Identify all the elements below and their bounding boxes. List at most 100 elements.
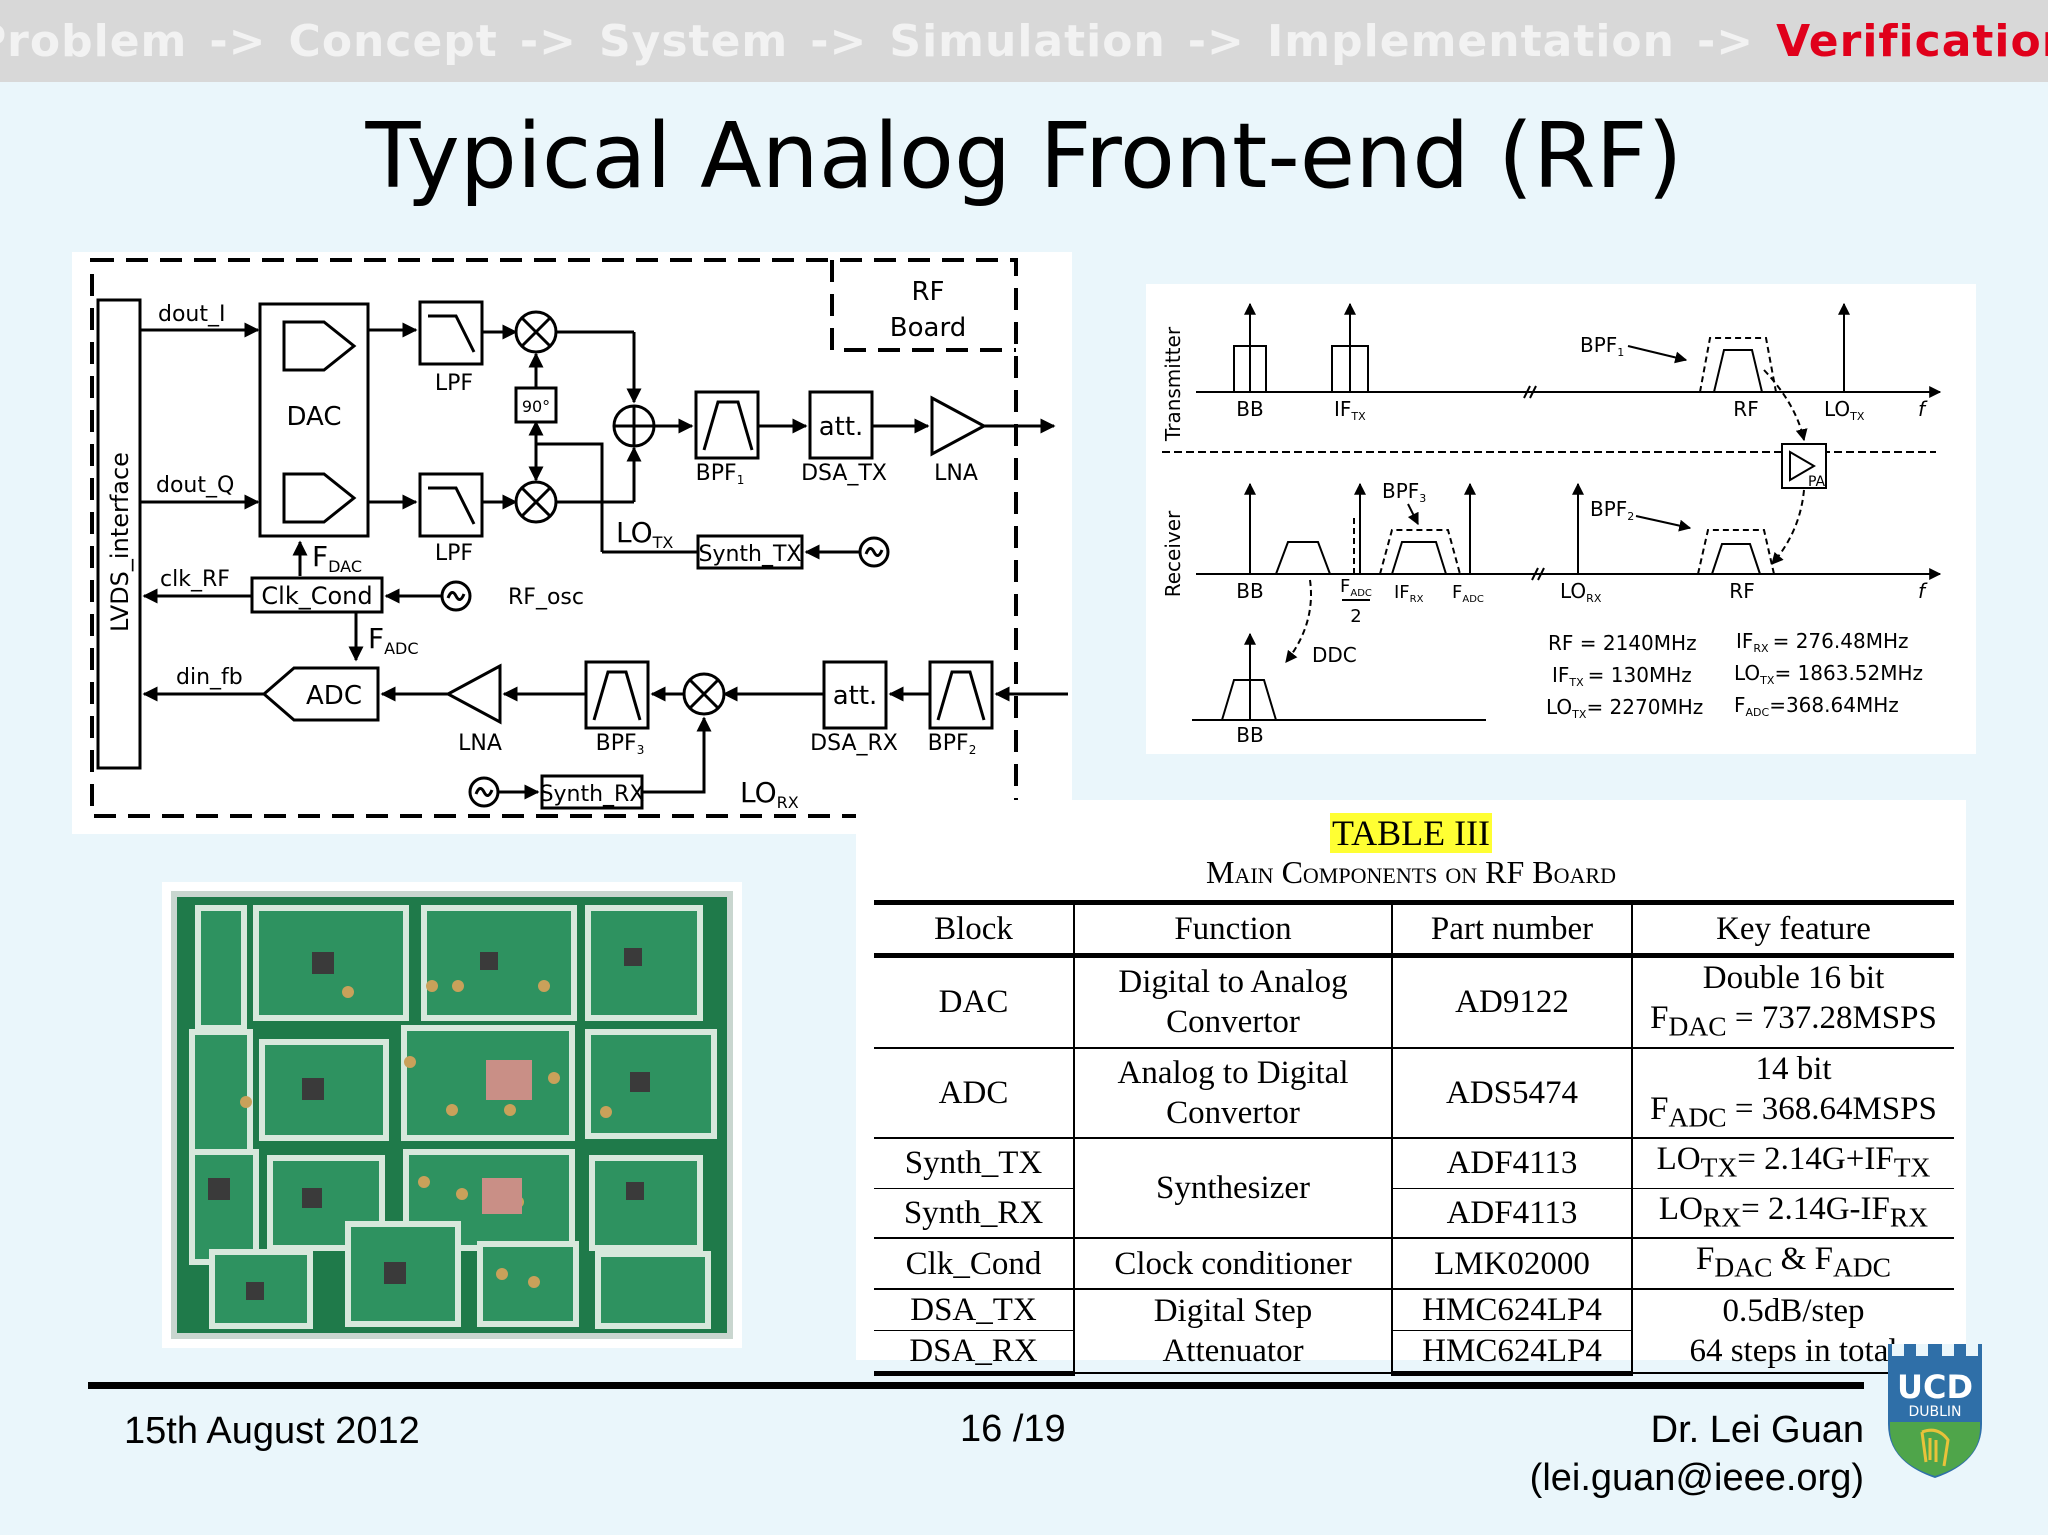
- table-header-row: Block Function Part number Key feature: [874, 900, 1954, 958]
- cell-part: HMC624LP4: [1391, 1288, 1632, 1331]
- ddc-label: DDC: [1312, 643, 1357, 667]
- cell-part: ADS5474: [1391, 1047, 1632, 1140]
- column-header: Block: [874, 900, 1074, 958]
- oscillator-rf-icon: [440, 580, 472, 612]
- nav-separator: ->: [1187, 15, 1245, 67]
- dout-q-label: dout_Q: [156, 473, 234, 498]
- rx-f-label: f: [1918, 579, 1928, 603]
- harp-icon: [1920, 1428, 1950, 1467]
- transmitter-label: Transmitter: [1161, 326, 1185, 442]
- cell-block: Synth_RX: [874, 1188, 1074, 1240]
- nav-item-verification: Verification: [1776, 15, 2048, 67]
- cell-block: DSA_TX: [874, 1288, 1074, 1331]
- page-number: 16 /19: [960, 1408, 1066, 1450]
- att-label: att.: [833, 681, 878, 711]
- rf-board-label: RF: [911, 277, 944, 307]
- tx-f-label: f: [1918, 397, 1928, 421]
- rx-bb-label: BB: [1236, 579, 1263, 603]
- lna-label: LNA: [458, 731, 502, 756]
- fadc-half-label: FADC: [1340, 576, 1372, 599]
- lpf-label: LPF: [435, 541, 473, 566]
- components-table-panel: TABLE III Main Components on RF Board Bl…: [856, 800, 1966, 1376]
- lna-tx-block: [930, 395, 988, 457]
- nav-item-implementation: Implementation: [1266, 15, 1675, 67]
- nav-item-simulation: Simulation: [889, 15, 1166, 67]
- footer-author: Dr. Lei Guan (lei.guan@ieee.org): [1530, 1406, 1864, 1502]
- table-row: Clk_Cond Clock conditioner LMK02000 FDAC…: [874, 1238, 1954, 1290]
- footer-rule: [88, 1382, 1864, 1389]
- table-row: DSA_RX HMC624LP4: [874, 1330, 1954, 1376]
- rf-board-photo: [162, 882, 742, 1348]
- lpf-tx-q-block: [418, 472, 484, 538]
- adc-label: ADC: [306, 681, 362, 711]
- nav-separator: ->: [519, 15, 577, 67]
- dac-block: [258, 302, 370, 538]
- lpf-label: LPF: [435, 371, 473, 396]
- pa-label: PA: [1808, 474, 1826, 490]
- cell-part: HMC624LP4: [1391, 1330, 1632, 1376]
- synth-tx-block: [696, 534, 804, 570]
- rf-board-label: Board: [890, 313, 966, 343]
- phase-label: 90°: [522, 397, 550, 416]
- nav-item-concept: Concept: [288, 15, 498, 67]
- adc-block: [261, 666, 380, 722]
- author-email: (lei.guan@ieee.org): [1529, 1457, 1864, 1499]
- ddc-bb-label: BB: [1236, 723, 1263, 747]
- synth-tx-label: Synth_TX: [698, 542, 801, 567]
- dout-i-label: dout_I: [158, 302, 225, 327]
- cell-part: ADF4113: [1391, 1188, 1632, 1240]
- dsa-rx-label: DSA_RX: [810, 731, 898, 756]
- param-f-adc: FADC=368.64MHz: [1734, 693, 1899, 719]
- cell-feature: LOTX= 2.14G+IFTX: [1631, 1138, 1954, 1189]
- fadc-rx-label: FADC: [1452, 582, 1484, 605]
- slide-title: Typical Analog Front-end (RF): [365, 104, 1683, 209]
- synth-rx-label: Synth_RX: [540, 782, 645, 807]
- lvds-interface-label: LVDS_interface: [106, 452, 134, 632]
- param-lo-rx: LOTX= 1863.52MHz: [1734, 661, 1923, 687]
- tx-if-label: IFTX: [1334, 397, 1366, 423]
- lo-rx-spec-label: LORX: [1560, 579, 1602, 605]
- cell-block: DSA_RX: [874, 1330, 1074, 1376]
- param-lo-tx: LOTX= 2270MHz: [1546, 695, 1703, 721]
- table-caption: Main Components on RF Board: [1206, 854, 1616, 890]
- author-name: Dr. Lei Guan: [1650, 1409, 1864, 1451]
- cell-feature: LORX= 2.14G-IFRX: [1631, 1188, 1954, 1240]
- logo-text: UCD: [1897, 1368, 1973, 1406]
- cell-part: AD9122: [1391, 955, 1632, 1049]
- lo-rx-label: LORX: [740, 776, 799, 812]
- nav-separator: ->: [209, 15, 267, 67]
- frequency-plan-diagram: Transmitter Receiver BB IFTX RF BPF1 LOT…: [1146, 284, 1976, 754]
- nav-item-system: System: [598, 15, 789, 67]
- f-adc-label: FADC: [368, 622, 419, 658]
- bpf1-spec-label: BPF1: [1580, 333, 1624, 359]
- nav-separator: ->: [1696, 15, 1755, 67]
- cell-part: LMK02000: [1391, 1238, 1632, 1290]
- param-if-rx: IFRX= 276.48MHz: [1736, 629, 1908, 655]
- rx-rf-label: RF: [1729, 579, 1754, 603]
- nav-separator: ->: [810, 15, 868, 67]
- param-rf: RF = 2140MHz: [1548, 631, 1697, 655]
- cell-feature: FDAC & FADC: [1631, 1238, 1954, 1290]
- nav-item-problem: Problem: [0, 15, 188, 67]
- footer-date: 15th August 2012: [124, 1410, 420, 1452]
- dac-label: DAC: [286, 402, 341, 432]
- table-row: Synth_RX ADF4113 LORX= 2.14G-IFRX: [874, 1188, 1954, 1240]
- cell-block: DAC: [874, 955, 1074, 1049]
- nav-breadcrumb: Problem -> Concept -> System -> Simulati…: [0, 0, 2048, 82]
- cell-function: Clock conditioner: [1073, 1238, 1392, 1290]
- bpf2-label: BPF2: [928, 731, 977, 757]
- lna-rx-block: [444, 663, 502, 725]
- fadc-half-denominator: 2: [1350, 606, 1361, 627]
- din-fb-label: din_fb: [176, 665, 243, 690]
- bpf1-label: BPF1: [696, 461, 745, 487]
- tx-bb-label: BB: [1236, 397, 1263, 421]
- bpf3-label: BPF3: [596, 731, 645, 757]
- column-header: Function: [1073, 900, 1392, 958]
